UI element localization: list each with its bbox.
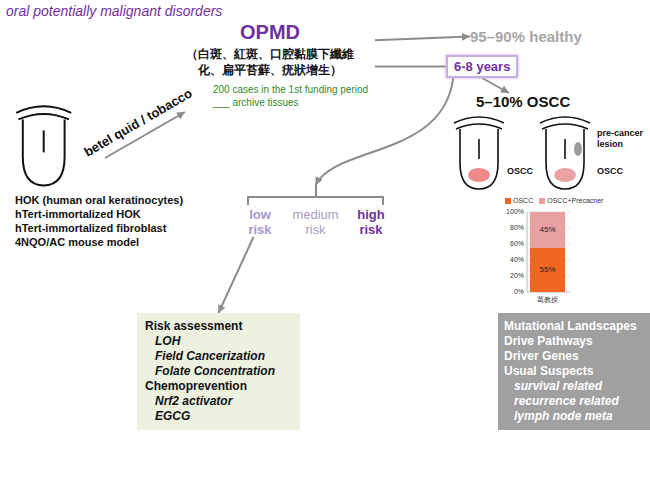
- tumor-lesion: [554, 168, 576, 182]
- tongue-drawing: [540, 117, 590, 189]
- panel-item: Folate Concentration: [145, 364, 275, 379]
- panel-heading: Chemoprevention: [145, 379, 247, 394]
- risk-group: low risk medium riskhigh risk: [238, 185, 393, 237]
- axis-tick-label: 100%: [502, 207, 524, 217]
- risk-level: low risk: [240, 207, 280, 237]
- panel-item: Nrf2 activator: [145, 394, 232, 409]
- lesion-label: OSCC: [597, 166, 623, 177]
- outcome-node: 95–90% healthy: [470, 28, 582, 45]
- outcome-node: 5–10% OSCC: [476, 93, 570, 110]
- lesion-label: OSCC: [507, 166, 533, 177]
- risk-panel: Risk assessmentLOHField CancerizationFol…: [137, 313, 300, 430]
- model-item: HOK (human oral keratinocytes): [15, 194, 183, 207]
- outcome-text: 5–10% OSCC: [476, 93, 570, 110]
- lip-line: [454, 117, 504, 123]
- chart-legend: OSCC OSCC+Precacner: [505, 196, 609, 205]
- lip-line: [18, 114, 69, 120]
- tongue-groove: [564, 139, 566, 159]
- model-item: hTert-immortalized fibroblast: [15, 222, 166, 235]
- panel-heading: Usual Suspects: [504, 364, 593, 379]
- legend-text: OSCC+Precacner: [547, 196, 603, 205]
- panel-item: recurrence related: [504, 394, 619, 409]
- legend-swatch: [539, 198, 545, 204]
- lip-line: [456, 124, 502, 129]
- panel-heading: Drive Pathways: [504, 334, 593, 349]
- panel-item: Field Cancerization: [145, 349, 265, 364]
- connector-arrow: [219, 237, 254, 313]
- genomics-panel: Mutational LandscapesDrive PathwaysDrive…: [498, 313, 650, 430]
- connector-arrow: [482, 78, 509, 93]
- bar-segment: [530, 248, 565, 292]
- axis-tick-label: 60%: [502, 239, 524, 249]
- note-text: 200 cases in the 1st funding period: [213, 84, 368, 96]
- legend-item: OSCC+Precacner: [539, 196, 603, 205]
- duration-text: 6-8 years: [454, 59, 510, 74]
- connector-arrow: [375, 37, 470, 41]
- panel-item: lymph node meta: [504, 409, 613, 424]
- tongue-outline: [460, 129, 498, 189]
- chart-axis: [527, 212, 570, 292]
- panel-heading: Risk assessment: [145, 319, 242, 334]
- model-item: 4NQO/AC mouse model: [15, 236, 139, 249]
- tongue-groove: [478, 139, 480, 159]
- risk-level: medium risk: [288, 207, 344, 237]
- bar-value: 45%: [530, 225, 565, 235]
- node-title: OPMD: [165, 20, 375, 44]
- exposure-label: betel quid / tobacco: [69, 79, 206, 167]
- panel-heading: Driver Genes: [504, 349, 579, 364]
- lip-line: [16, 106, 71, 113]
- model-item: hTert-immortalized HOK: [15, 208, 141, 221]
- risk-bracket: [248, 185, 383, 205]
- risk-level: high risk: [351, 207, 391, 237]
- connector-arrow: [375, 65, 446, 67]
- axis-tick-label: 0%: [502, 287, 524, 297]
- duration-box: 6-8 years: [446, 55, 518, 78]
- diagram-title: oral potentially malignant disorders: [6, 3, 222, 19]
- precancer-lesion: [574, 142, 582, 156]
- axis-tick-label: 80%: [502, 223, 524, 233]
- lip-line: [542, 124, 588, 129]
- bar-segment: [530, 212, 565, 248]
- panel-item: survival related: [504, 379, 602, 394]
- tumor-lesion: [468, 168, 490, 182]
- legend-swatch: [505, 198, 511, 204]
- axis-tick-label: 20%: [502, 271, 524, 281]
- category-label: 葛教授: [527, 295, 568, 305]
- lip-line: [540, 117, 590, 123]
- opmd-node: OPMD（白斑、紅斑、口腔黏膜下纖維化、扁平苔蘚、疣狀增生）: [165, 20, 375, 78]
- lesion-label: pre-cancer lesion: [597, 128, 647, 150]
- note-text: ___ archive tissues: [213, 97, 299, 109]
- node-subtitle: （白斑、紅斑、口腔黏膜下纖維化、扁平苔蘚、疣狀增生）: [175, 46, 365, 78]
- panel-heading: Mutational Landscapes: [504, 319, 637, 334]
- tongue-drawing: [454, 117, 504, 189]
- axis-tick-label: 40%: [502, 255, 524, 265]
- panel-item: LOH: [145, 334, 180, 349]
- bar-chart: [527, 212, 570, 292]
- legend-item: OSCC: [505, 196, 533, 205]
- tongue-groove: [43, 130, 45, 152]
- outcome-text: 95–90% healthy: [470, 28, 582, 45]
- panel-item: EGCG: [145, 409, 190, 424]
- legend-text: OSCC: [513, 196, 533, 205]
- bar-value: 55%: [530, 265, 565, 275]
- tongue-drawing: [16, 106, 71, 185]
- tongue-outline: [23, 119, 65, 185]
- tongue-outline: [546, 129, 584, 189]
